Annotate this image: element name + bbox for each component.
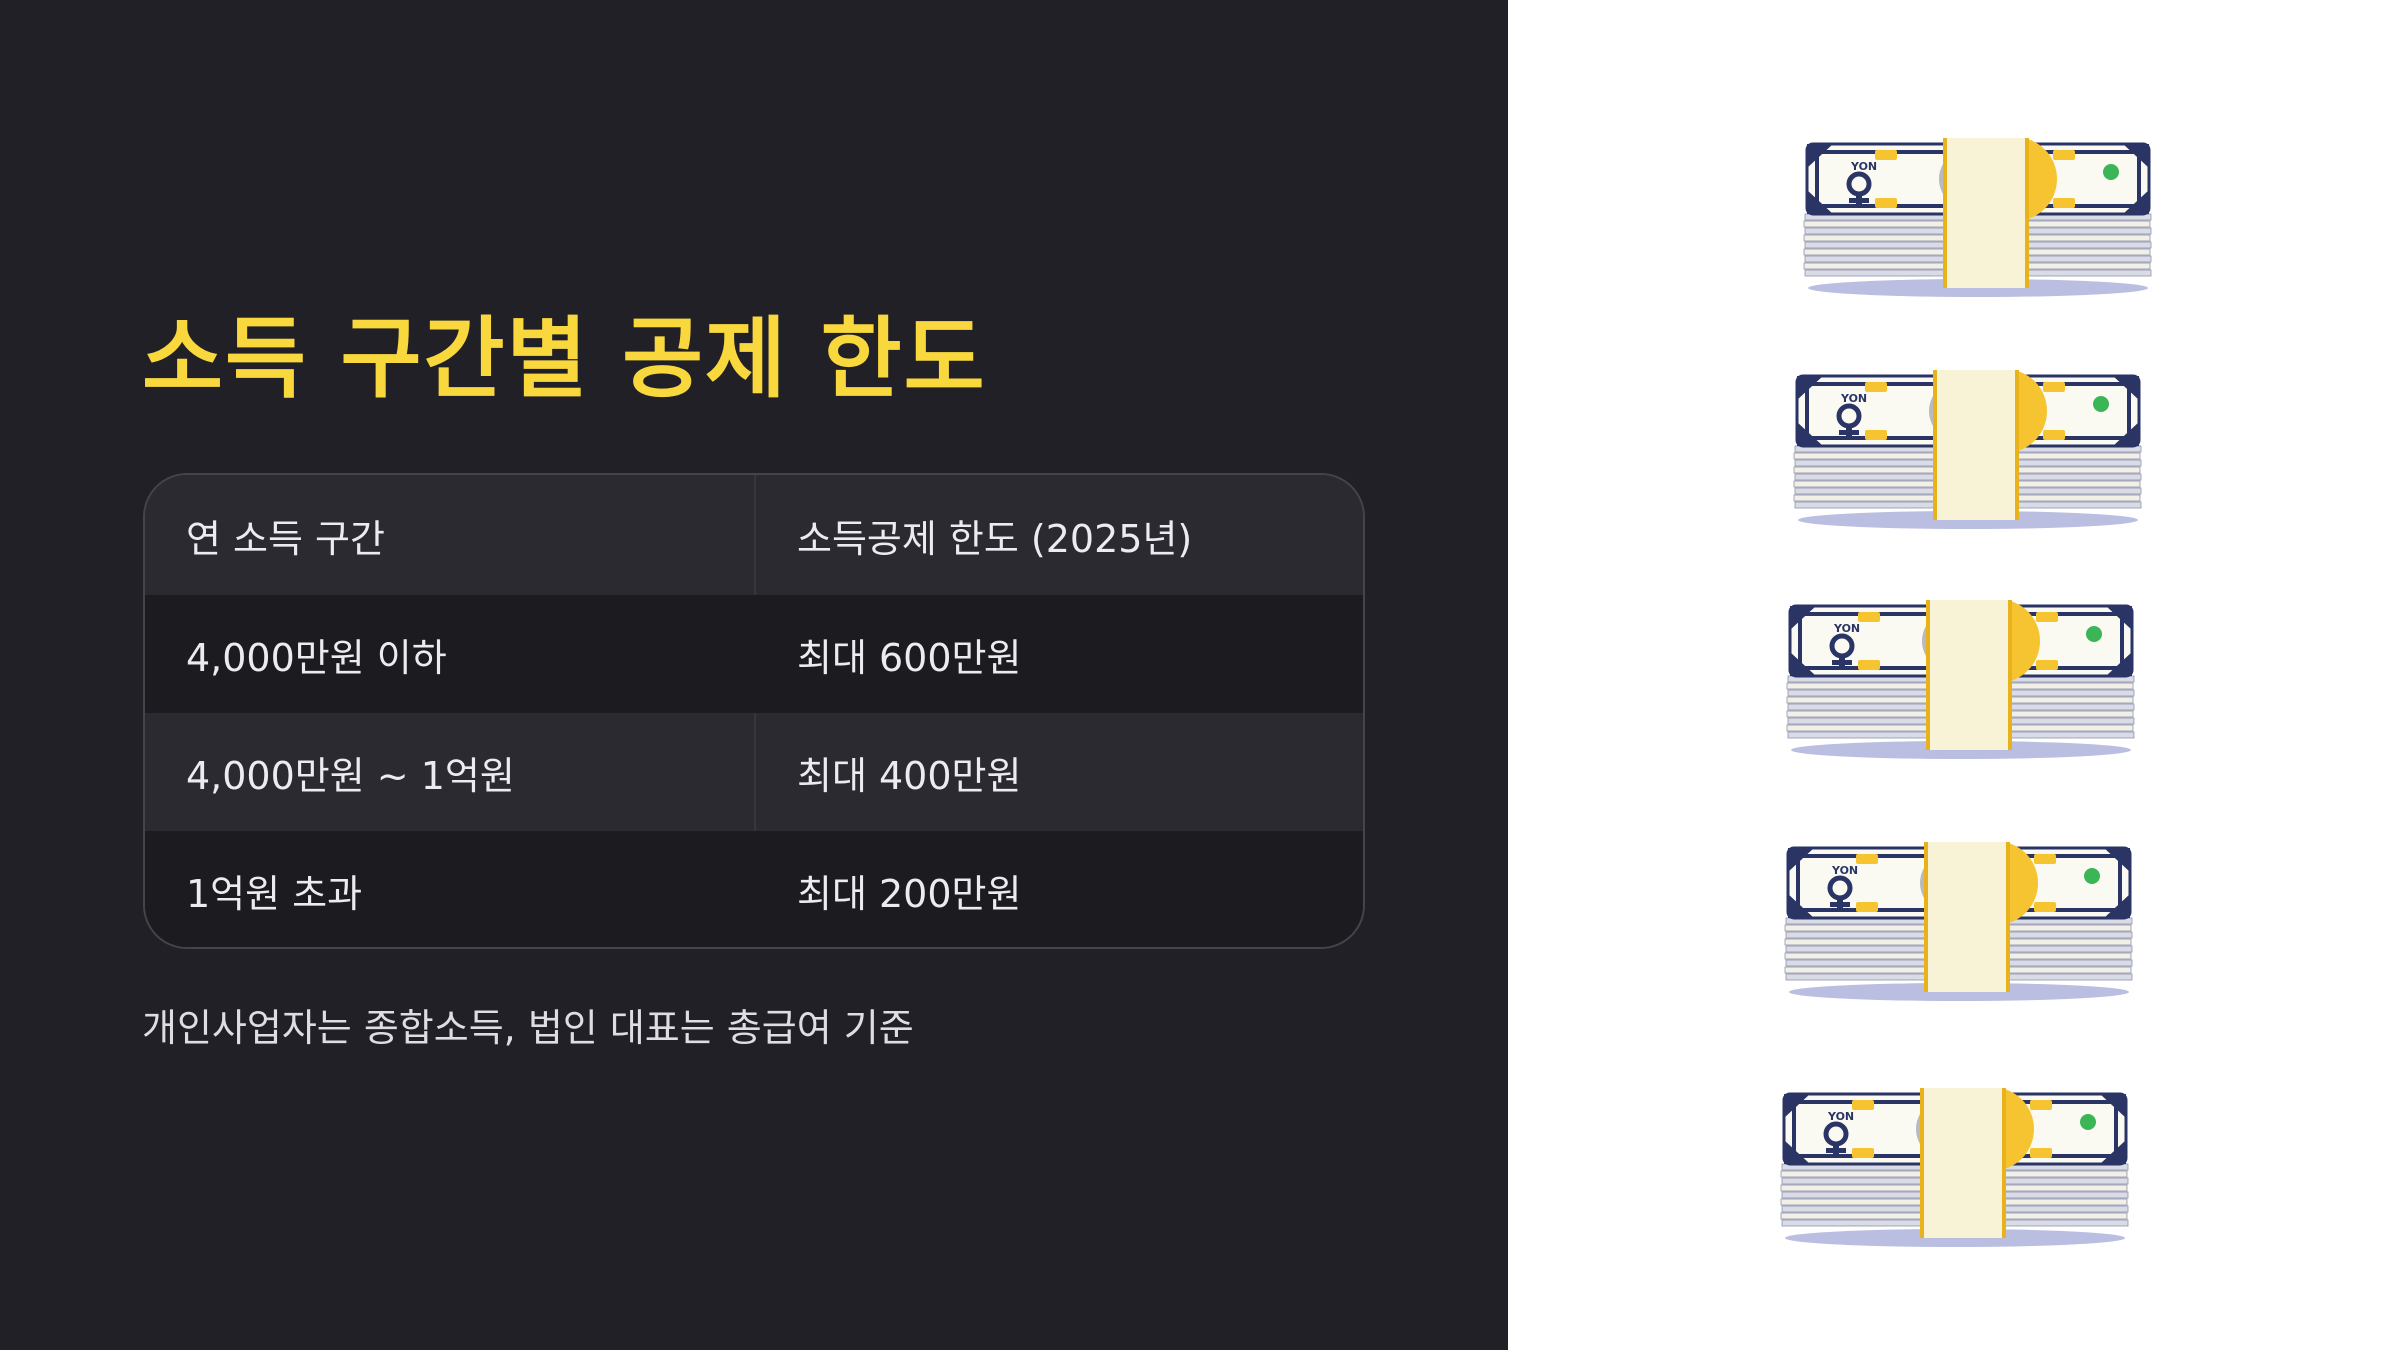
svg-text:YON: YON [1850, 160, 1877, 173]
table-row: 1억원 초과 최대 200만원 [145, 831, 1363, 947]
deduction-limit-cell: 최대 600만원 [754, 595, 1363, 713]
income-bracket-cell: 4,000만원 ~ 1억원 [186, 753, 515, 798]
slide-title: 소득 구간별 공제 한도 [142, 307, 987, 410]
table-row: 4,000만원 ~ 1억원 최대 400만원 [145, 713, 1363, 831]
header-income-bracket: 연 소득 구간 [186, 516, 385, 561]
svg-text:YON: YON [1833, 622, 1860, 635]
footnote: 개인사업자는 종합소득, 법인 대표는 총급여 기준 [142, 1006, 914, 1050]
header-deduction-limit: 소득공제 한도 (2025년) [754, 475, 1363, 595]
svg-text:YON: YON [1827, 1110, 1854, 1123]
deduction-limit-table: 연 소득 구간 소득공제 한도 (2025년) 4,000만원 이하 최대 60… [143, 473, 1365, 949]
content-panel: 소득 구간별 공제 한도 연 소득 구간 소득공제 한도 (2025년) 4,0… [0, 0, 1508, 1350]
income-bracket-cell: 4,000만원 이하 [186, 635, 447, 680]
svg-text:YON: YON [1831, 864, 1858, 877]
income-bracket-cell: 1억원 초과 [186, 871, 363, 916]
svg-text:YON: YON [1840, 392, 1867, 405]
money-stack-icon: YON [1770, 1088, 2140, 1248]
money-stack-icon: YON [1776, 600, 2146, 760]
money-stack-icon: YON [1793, 138, 2163, 298]
table-header-row: 연 소득 구간 소득공제 한도 (2025년) [145, 475, 1363, 595]
money-stack-icon: YON [1774, 842, 2144, 1002]
illustration-panel: YON YON [1508, 0, 2400, 1350]
table-row: 4,000만원 이하 최대 600만원 [145, 595, 1363, 713]
deduction-limit-cell: 최대 200만원 [754, 831, 1363, 947]
deduction-limit-cell: 최대 400만원 [754, 713, 1363, 831]
money-stack-icon: YON [1783, 370, 2153, 530]
